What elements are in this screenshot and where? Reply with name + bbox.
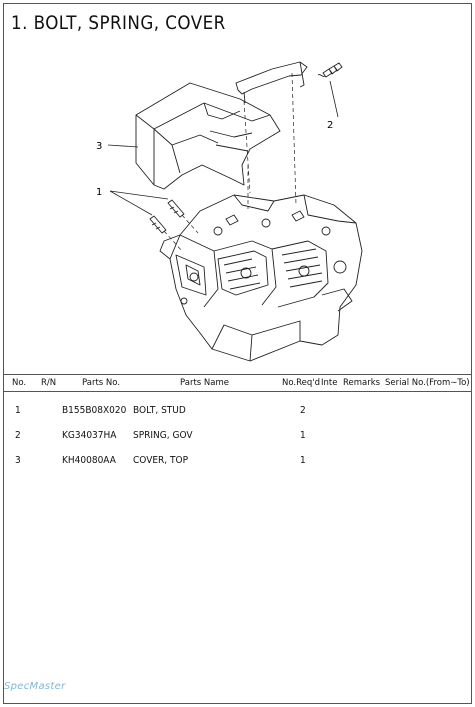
table-header-rule <box>4 391 471 392</box>
page-frame <box>3 3 472 704</box>
row-1-parts-no: B155B08X020 <box>62 405 127 416</box>
row-2-no: 2 <box>15 430 21 441</box>
row-2-parts-name: SPRING, GOV <box>133 430 193 441</box>
row-2-parts-no: KG34037HA <box>62 430 117 441</box>
header-serial-no: Serial No.(From∼To) <box>385 378 470 388</box>
header-rn: R/N <box>41 378 57 388</box>
header-inte: Inte <box>321 378 338 388</box>
row-3-parts-no: KH40080AA <box>62 455 116 466</box>
row-1-qty: 2 <box>300 405 306 416</box>
parts-diagram: 3 1 2 <box>96 61 363 362</box>
callout-2: 2 <box>327 120 333 131</box>
row-1-no: 1 <box>15 405 21 416</box>
alignment-lines <box>163 72 297 252</box>
row-3-qty: 1 <box>300 455 306 466</box>
row-2-qty: 1 <box>300 430 306 441</box>
header-parts-name: Parts Name <box>180 378 229 388</box>
callout-3: 3 <box>96 141 102 152</box>
top-cover <box>135 82 281 190</box>
row-1-parts-name: BOLT, STUD <box>133 405 186 416</box>
stud-bolts <box>149 199 185 234</box>
header-remarks: Remarks <box>343 378 381 388</box>
watermark-text: SpecMaster <box>4 681 66 692</box>
table-top-rule <box>4 374 471 375</box>
header-no: No. <box>12 378 27 388</box>
row-3-parts-name: COVER, TOP <box>133 455 189 466</box>
engine-block <box>159 194 363 362</box>
leader-lines <box>107 80 339 216</box>
header-no-reqd: No.Req'd <box>282 378 320 388</box>
callout-1: 1 <box>96 187 102 198</box>
page-title: 1. BOLT, SPRING, COVER <box>11 12 226 34</box>
row-3-no: 3 <box>15 455 21 466</box>
header-parts-no: Parts No. <box>82 378 121 388</box>
governor-link <box>235 61 343 104</box>
